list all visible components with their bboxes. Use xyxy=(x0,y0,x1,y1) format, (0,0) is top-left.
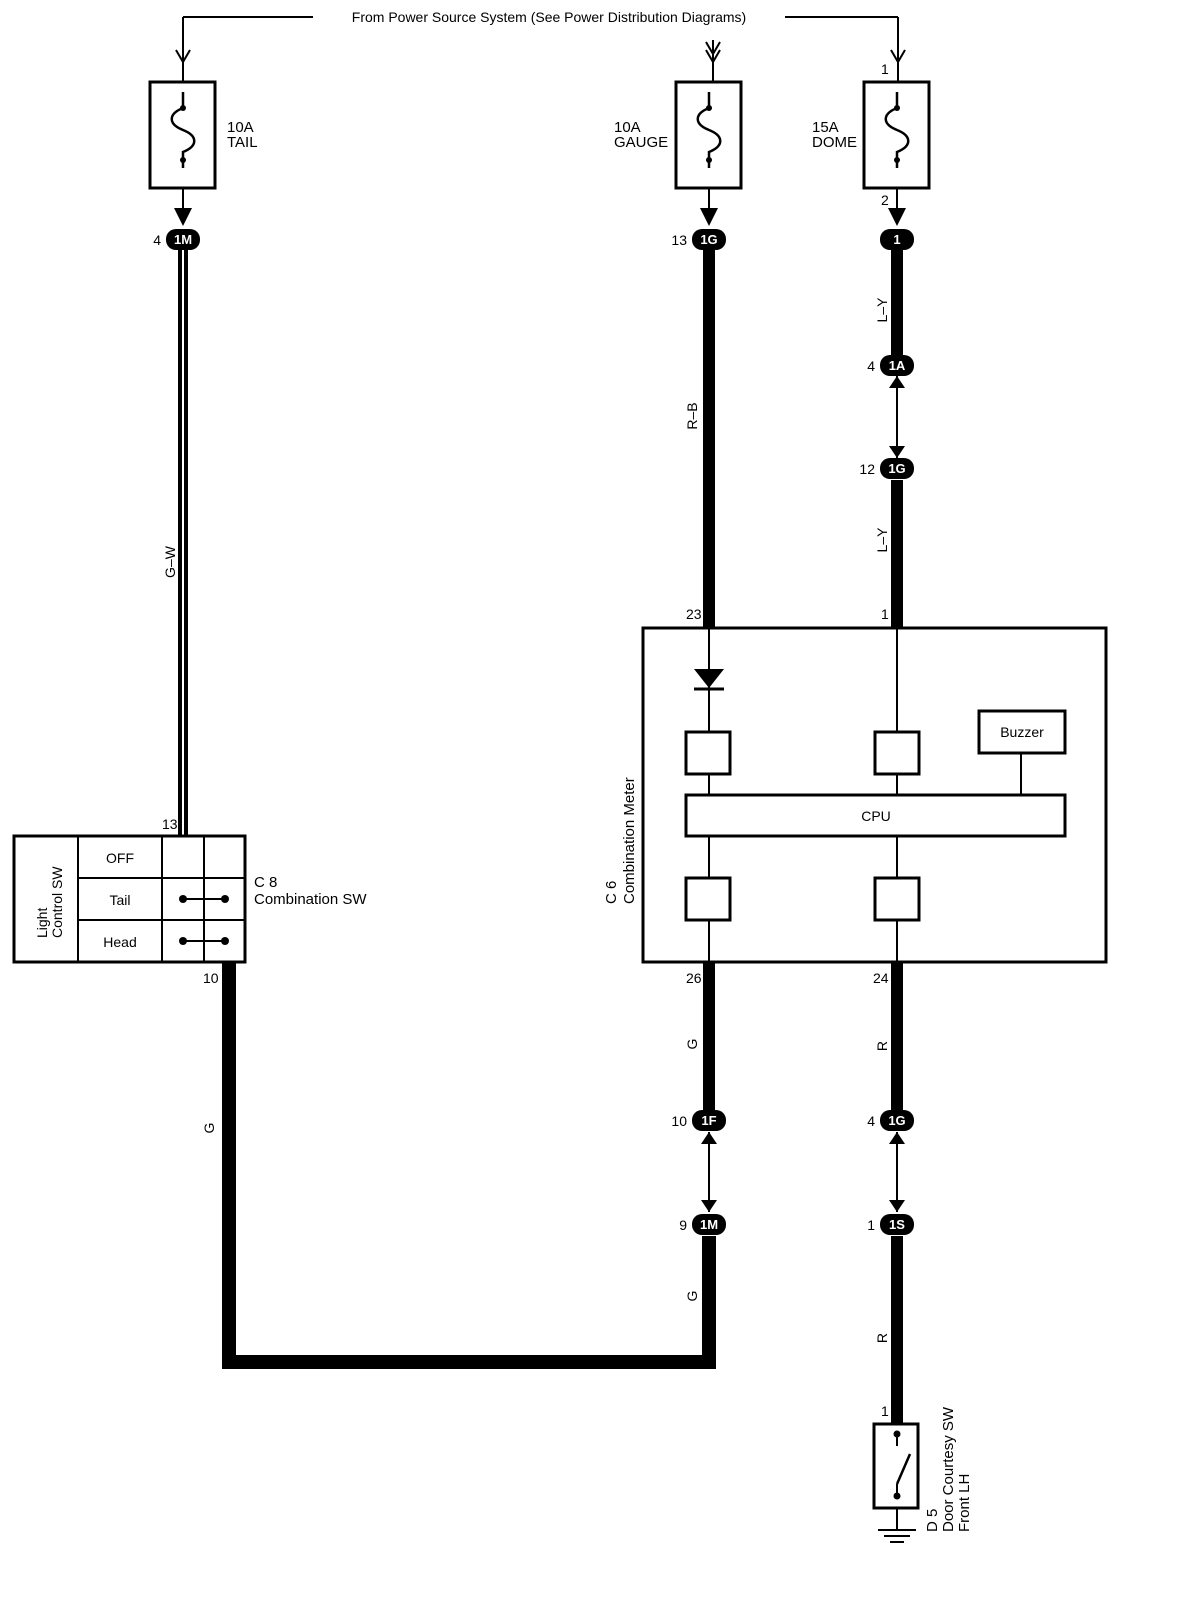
cpu: CPU xyxy=(684,793,1067,838)
fuse-tail-amp: 10A xyxy=(227,119,254,136)
connector-1g-dome-id: 1G xyxy=(888,461,905,476)
light-switch-pin-top: 13 xyxy=(162,816,178,832)
mated-connection-1a-1g xyxy=(889,376,905,458)
ground-icon xyxy=(878,1529,916,1543)
door-switch-code: D 5 xyxy=(924,1509,941,1532)
wire-label-gw: G–W xyxy=(162,545,178,578)
arrow-marks xyxy=(174,208,906,226)
connector-1s-door: 1S 1 xyxy=(867,1214,914,1235)
connector-1m-meter: 1M 9 xyxy=(679,1214,726,1235)
meter-pin-1: 1 xyxy=(881,606,889,622)
connector-1s-door-id: 1S xyxy=(889,1217,905,1232)
combination-meter: C 6 Combination Meter 23 1 26 24 Buzzer … xyxy=(603,606,1108,986)
connector-1g-gauge: 1G 13 xyxy=(671,229,726,250)
connector-1-dome-id: 1 xyxy=(893,232,900,247)
connector-1f-meter-id: 1F xyxy=(701,1113,716,1128)
connector-1g-dome-pin: 12 xyxy=(859,461,875,477)
meter-pin-23: 23 xyxy=(686,606,702,622)
meter-pin-24: 24 xyxy=(873,970,889,986)
meter-block-bottom-right xyxy=(873,876,921,922)
light-switch-row-tail: Tail xyxy=(109,892,130,908)
meter-pin-26: 26 xyxy=(686,970,702,986)
light-switch-row-off: OFF xyxy=(106,850,134,866)
power-source-feed: From Power Source System (See Power Dist… xyxy=(175,9,906,64)
fuse-tail: 10A TAIL xyxy=(148,62,258,208)
light-switch-pin-bottom: 10 xyxy=(203,970,219,986)
connector-1g-gauge-pin: 13 xyxy=(671,232,687,248)
meter-block-top-right xyxy=(873,730,921,776)
connector-1f-meter: 1F 10 xyxy=(671,1110,726,1131)
light-switch-title-line1: Light xyxy=(34,908,50,938)
light-switch-name: Combination SW xyxy=(254,891,367,908)
fuse-gauge: 10A GAUGE xyxy=(614,62,743,208)
wire-label-r-2: R xyxy=(874,1333,890,1343)
wire-label-g-switch: G xyxy=(201,1123,217,1134)
connector-1g-gauge-id: 1G xyxy=(700,232,717,247)
wire-label-g-meter-1: G xyxy=(684,1039,700,1050)
fuse-dome: 15A DOME 1 2 xyxy=(812,61,931,208)
wire-label-ly-2: L–Y xyxy=(874,527,890,553)
fuse-dome-pin-in: 1 xyxy=(881,61,889,77)
switch-contact-tail xyxy=(179,895,229,903)
connector-1g-dome: 1G 12 xyxy=(859,458,914,479)
buzzer-label: Buzzer xyxy=(1000,724,1044,740)
wire-label-ly-1: L–Y xyxy=(874,297,890,323)
connector-1a-dome: 1A 4 xyxy=(867,355,914,376)
connector-1g-door-pin: 4 xyxy=(867,1113,875,1129)
cpu-label: CPU xyxy=(861,808,891,824)
fuse-tail-name: TAIL xyxy=(227,134,258,151)
fuse-dome-name: DOME xyxy=(812,134,857,151)
meter-block-top-left xyxy=(684,730,732,776)
meter-name: Combination Meter xyxy=(621,777,638,904)
door-switch-pin: 1 xyxy=(881,1403,889,1419)
buzzer: Buzzer xyxy=(977,709,1067,755)
door-switch-line2: Front LH xyxy=(956,1474,973,1532)
door-switch-line1: Door Courtesy SW xyxy=(940,1406,957,1532)
light-switch-row-head: Head xyxy=(103,934,136,950)
connector-1s-door-pin: 1 xyxy=(867,1217,875,1233)
connector-1-dome: 1 xyxy=(880,229,914,250)
diode-symbol xyxy=(694,669,724,691)
light-control-switch: Light Control SW OFF Tail Head 13 10 C 8… xyxy=(12,816,367,986)
wire-switch-g xyxy=(222,962,716,1369)
switch-contact-head xyxy=(179,937,229,945)
connector-1f-meter-pin: 10 xyxy=(671,1113,687,1129)
connector-1g-door: 1G 4 xyxy=(867,1110,914,1131)
mated-connection-1f-1m xyxy=(701,1132,717,1212)
connector-1m-meter-id: 1M xyxy=(700,1217,718,1232)
power-source-label: From Power Source System (See Power Dist… xyxy=(352,9,746,25)
fuse-dome-pin-out: 2 xyxy=(881,192,889,208)
connector-1m-tail-pin: 4 xyxy=(153,232,161,248)
light-switch-title-line2: Control SW xyxy=(49,866,65,938)
connector-1m-meter-pin: 9 xyxy=(679,1217,687,1233)
mated-connection-1g-1s xyxy=(889,1132,905,1212)
fuse-dome-amp: 15A xyxy=(812,119,839,136)
door-courtesy-switch: 1 D 5 Door Courtesy SW Front LH xyxy=(872,1403,973,1543)
wire-label-g-meter-2: G xyxy=(684,1291,700,1302)
fuse-gauge-amp: 10A xyxy=(614,119,641,136)
meter-block-bottom-left xyxy=(684,876,732,922)
wire-label-r-1: R xyxy=(874,1041,890,1051)
fuse-gauge-name: GAUGE xyxy=(614,134,668,151)
connector-1a-dome-id: 1A xyxy=(889,358,906,373)
connector-1g-door-id: 1G xyxy=(888,1113,905,1128)
light-switch-code: C 8 xyxy=(254,874,277,891)
connector-1m-tail: 1M 4 xyxy=(153,229,200,250)
connector-1a-dome-pin: 4 xyxy=(867,358,875,374)
meter-code: C 6 xyxy=(603,881,620,904)
connector-1m-tail-id: 1M xyxy=(174,232,192,247)
wire-label-rb: R–B xyxy=(684,402,700,429)
